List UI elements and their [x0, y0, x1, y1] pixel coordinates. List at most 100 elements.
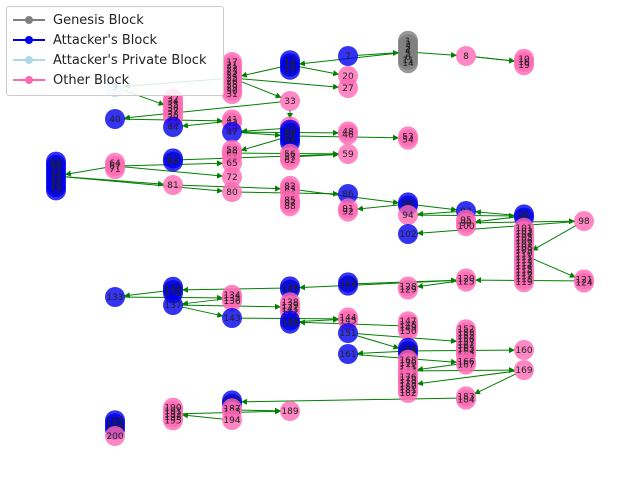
- block-label-167: 167: [457, 361, 474, 371]
- edge-33: [416, 204, 458, 213]
- block-node-31: [222, 84, 242, 104]
- block-label-33: 33: [284, 97, 295, 107]
- block-label-124: 124: [575, 279, 592, 289]
- block-label-136: 136: [223, 297, 240, 307]
- block-label-28: 28: [226, 80, 238, 90]
- block-label-151: 151: [339, 329, 356, 339]
- block-label-79: 79: [50, 183, 62, 193]
- block-label-11: 11: [402, 56, 413, 66]
- block-node-27: [338, 78, 358, 98]
- edge-27: [64, 176, 224, 194]
- edge-13: [181, 121, 224, 129]
- legend-private: Attacker's Private Block: [13, 50, 206, 70]
- block-node-167: [456, 354, 476, 375]
- block-label-16: 16: [518, 58, 530, 68]
- block-label-44: 44: [167, 123, 179, 133]
- block-node-78: [46, 180, 66, 201]
- block-label-67: 67: [109, 162, 120, 172]
- block-label-129: 129: [399, 286, 416, 296]
- edge-68: [181, 412, 224, 420]
- block-label-109: 109: [515, 246, 532, 256]
- block-cluster-51: 143: [222, 308, 242, 328]
- block-label-27: 27: [342, 84, 353, 94]
- block-cluster-71: 200: [105, 426, 125, 446]
- block-cluster-1: 7: [338, 46, 358, 66]
- block-label-166: 166: [457, 357, 474, 367]
- block-node-125: [456, 271, 476, 292]
- block-label-57: 57: [284, 153, 295, 163]
- edge-5: [240, 66, 282, 78]
- legend-other: Other Block: [13, 70, 129, 90]
- block-node-71: [105, 159, 125, 180]
- block-label-128: 128: [399, 282, 416, 292]
- block-label-197: 197: [106, 419, 123, 429]
- block-cluster-20: 59: [338, 144, 358, 164]
- attacker-marker-icon: [13, 36, 45, 44]
- block-label-20: 20: [342, 72, 354, 82]
- edge-10: [240, 80, 282, 99]
- block-label-8: 8: [463, 52, 469, 62]
- block-label-163: 163: [457, 344, 474, 354]
- edge-63: [473, 373, 517, 395]
- block-node-7: [338, 46, 358, 66]
- block-label-77: 77: [50, 180, 61, 190]
- block-label-65: 65: [226, 159, 237, 169]
- genesis-marker-icon: [13, 16, 45, 24]
- block-cluster-67: 189: [280, 401, 300, 421]
- block-node-62: [280, 150, 300, 171]
- block-node-140: [280, 313, 300, 334]
- block-label-38: 38: [167, 110, 179, 120]
- block-label-2: 2: [405, 40, 411, 50]
- block-label-36: 36: [167, 104, 179, 114]
- block-node-54: [398, 129, 418, 150]
- block-cluster-13: 44: [163, 117, 183, 137]
- legend-private-label: Attacker's Private Block: [53, 52, 207, 68]
- block-label-4: 4: [405, 46, 411, 56]
- block-label-70: 70: [50, 164, 62, 174]
- block-label-110: 110: [515, 249, 532, 259]
- block-label-126: 126: [281, 282, 298, 292]
- edge-11: [123, 101, 282, 121]
- block-label-144: 144: [339, 313, 356, 323]
- block-label-19: 19: [518, 61, 530, 71]
- block-label-48: 48: [342, 127, 354, 137]
- block-cluster-59: 161: [338, 344, 358, 364]
- block-label-127: 127: [164, 283, 181, 293]
- block-cluster-2: 8: [456, 46, 476, 66]
- block-label-15: 15: [284, 63, 295, 73]
- block-label-55: 55: [284, 138, 295, 148]
- edge-49: [181, 298, 224, 307]
- block-node-102: [398, 224, 418, 244]
- block-cluster-39: 102: [398, 224, 418, 244]
- block-label-191: 191: [164, 407, 181, 417]
- block-cluster-55: 151: [338, 323, 358, 343]
- block-label-12: 12: [284, 56, 295, 66]
- block-node-200: [105, 426, 125, 446]
- block-label-76: 76: [50, 177, 62, 187]
- block-label-149: 149: [399, 324, 416, 334]
- block-label-182: 182: [399, 389, 416, 399]
- block-label-91: 91: [342, 204, 353, 214]
- block-label-178: 178: [399, 376, 416, 386]
- block-node-44: [163, 117, 183, 137]
- block-label-5: 5: [405, 50, 411, 60]
- edge-58: [356, 350, 400, 357]
- block-label-162: 162: [457, 341, 474, 351]
- block-cluster-38: 98: [574, 211, 594, 231]
- block-label-31: 31: [226, 90, 237, 100]
- block-cluster-49: 137: [163, 295, 183, 315]
- block-label-105: 105: [515, 233, 532, 243]
- block-node-151: [338, 323, 358, 343]
- block-node-66: [163, 151, 183, 172]
- block-cluster-40: 1011031041051061071081091101111121131141…: [514, 217, 534, 293]
- block-node-72: [222, 167, 242, 187]
- block-node-124: [574, 272, 594, 293]
- block-label-58: 58: [226, 146, 238, 156]
